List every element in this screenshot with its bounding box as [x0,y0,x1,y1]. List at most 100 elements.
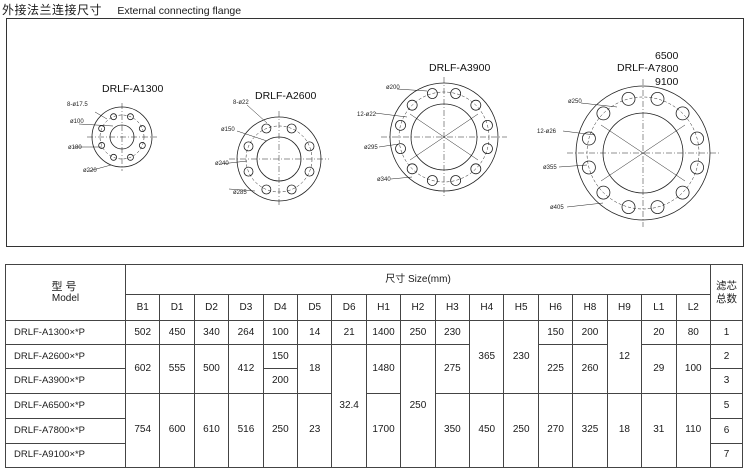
col-header: D3 [228,294,264,322]
table-cell: 555 [159,344,195,394]
leader-line [220,160,248,165]
filter-count-header-2: 总数 [716,292,737,305]
bolt-hole [138,142,146,149]
bolt-hole [138,125,146,132]
model-cell: DRLF-A1300×*P [5,320,126,346]
bolt-hole [470,163,482,175]
col-header: D4 [262,294,299,322]
table-row: DRLF-A9100×*P 7 [5,442,743,469]
flange-name-a1300: DRLF-A1300 [102,83,163,95]
bolt-hole [621,200,636,214]
leader-line [580,102,618,108]
table-cell: 365 [469,320,505,394]
table-cell: 150 [537,320,574,346]
model-cell: DRLF-A7800×*P [5,417,126,444]
leader-line [562,130,596,136]
bolt-hole [621,92,636,106]
bolt-hole [286,123,297,134]
dim-d240-a2600: ø240 [215,161,229,167]
model-cell: DRLF-A3900×*P [5,368,126,394]
filter-count-header-1: 滤芯 [716,279,737,292]
table-cell: 502 [124,320,161,346]
table-row: DRLF-A6500×*P 754 600 610 516 250 23 170… [5,392,743,469]
table-cell: 18 [297,344,333,394]
table-cell: 12 [606,320,643,394]
dim-holes-a2600: 8-ø22 [233,100,249,106]
table-cell: 1700 [365,392,402,469]
dim-d180-a1300: ø180 [68,145,82,151]
col-header: H4 [469,294,505,322]
table-cell: 230 [503,320,539,394]
col-header: H8 [572,294,608,322]
leader-line [374,112,408,118]
bolt-hole [406,99,418,111]
bolt-hole [482,119,493,131]
table-cell: 200 [572,320,608,346]
bolt-hole [690,131,704,146]
leader-line [566,202,604,208]
table-cell: 150 [262,344,299,370]
dim-d220-a1300: ø220 [83,168,97,174]
bolt-hole [286,184,297,195]
col-header: H9 [606,294,643,322]
bolt-hole [470,99,482,111]
table-row: DRLF-A3900×*P 200 3 [5,368,743,394]
table-cell: 23 [297,392,333,469]
flange-drawings-panel: DRLF-A1300 8-ø17.5 ø100 ø180 ø220 DRLF-A… [6,18,744,247]
flange-drawing-a3900: DRLF-A3900 ø200 12-ø22 ø295 ø340 [357,62,507,197]
leader-line [236,130,268,142]
heading-cn: 外接法兰连接尺寸 [2,3,103,17]
table-cell: 250 [400,320,436,346]
flange-drawing-a2600: DRLF-A2600 8-ø22 ø150 ø240 ø285 [215,90,329,207]
table-cell: 602 [124,344,161,394]
bolt-hole [395,143,406,155]
col-header: L1 [641,294,677,322]
table-cell: 260 [572,344,608,394]
flange-drawings-svg: DRLF-A1300 8-ø17.5 ø100 ø180 ø220 DRLF-A… [67,50,719,227]
table-cell: 500 [193,344,230,394]
bolt-hole [482,143,493,155]
dim-holes-a6500: 12-ø26 [537,129,557,135]
size-header: 尺寸 Size(mm) [125,263,711,296]
dim-d405-a6500: ø405 [550,205,564,211]
table-cell: 31 [641,392,677,469]
table-cell: 754 [124,392,161,469]
bolt-hole [426,175,438,186]
table-cell: 230 [434,320,471,346]
bolt-holes [582,92,704,214]
leader-line [78,123,114,127]
bolt-hole [426,88,438,99]
dim-d340-a3900: ø340 [377,177,391,183]
table-row: DRLF-A7800×*P 6 [5,417,743,444]
bolt-hole [596,106,611,121]
table-cell: 7 [710,442,743,469]
table-cell: 600 [159,392,195,469]
bolt-hole [596,185,611,200]
model-cell: DRLF-A6500×*P [5,392,126,419]
bolt-hole [261,184,272,195]
bolt-hole [450,175,462,186]
table-cell: 200 [262,368,299,394]
bolt-hole [304,166,315,177]
bolt-hole [98,142,106,149]
bolt-hole [127,153,134,161]
table-cell: 80 [675,320,711,346]
bolt-holes [98,113,146,161]
diagonal-line [600,124,686,182]
dim-d150-a2600: ø150 [221,127,235,133]
table-cell: 516 [228,392,264,469]
col-header: L2 [675,294,711,322]
table-row: DRLF-A1300×*P 502 450 340 264 100 14 21 … [5,320,743,394]
col-header: H6 [537,294,574,322]
model-cell: DRLF-A9100×*P [5,442,126,469]
table-cell: 350 [434,392,471,469]
bolt-hole [243,141,254,152]
filter-count-header: 滤芯 总数 [710,263,743,322]
flange-variant-6500: 6500 [655,50,679,62]
col-header: D2 [193,294,230,322]
bolt-hole [675,185,690,200]
table-cell: 450 [159,320,195,346]
table-cell: 610 [193,392,230,469]
model-header-cn: 型号 [51,279,80,293]
dim-d285-a2600: ø285 [233,190,247,196]
